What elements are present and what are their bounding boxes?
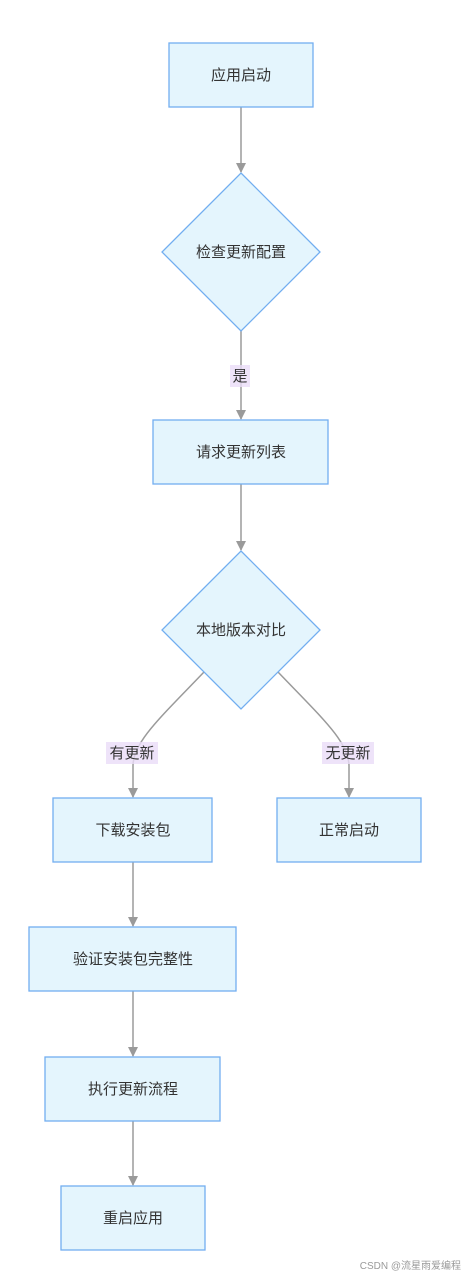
edge-label-yes-text: 是 <box>232 368 247 385</box>
node-verify-package: 验证安装包完整性 <box>28 926 237 992</box>
node-request-list-label: 请求更新列表 <box>196 444 286 461</box>
watermark-text: CSDN @流星雨爱编程 <box>360 1259 461 1272</box>
node-restart-app: 重启应用 <box>60 1185 206 1251</box>
edge-label-has-update-text: 有更新 <box>109 745 154 762</box>
node-verify-package-label: 验证安装包完整性 <box>73 951 193 968</box>
edge-label-no-update-text: 无更新 <box>325 745 370 762</box>
node-check-config-label: 检查更新配置 <box>196 244 286 261</box>
node-normal-start-label: 正常启动 <box>319 822 379 839</box>
edge-label-no-update: 无更新 <box>322 742 374 764</box>
node-download-package: 下载安装包 <box>52 797 213 863</box>
node-app-start-label: 应用启动 <box>211 66 271 84</box>
node-compare-version-label: 本地版本对比 <box>196 622 286 639</box>
node-compare-version: 本地版本对比 <box>161 550 321 710</box>
node-request-list: 请求更新列表 <box>152 419 329 485</box>
edge-label-yes: 是 <box>230 365 250 387</box>
node-normal-start: 正常启动 <box>276 797 422 863</box>
edge-compare-to-normal-start <box>277 671 354 798</box>
edge-label-has-update: 有更新 <box>106 742 158 764</box>
node-check-config: 检查更新配置 <box>161 172 321 332</box>
node-app-start: 应用启动 <box>168 42 314 108</box>
node-download-package-label: 下载安装包 <box>95 822 170 839</box>
node-restart-app-label: 重启应用 <box>103 1209 163 1227</box>
node-run-update: 执行更新流程 <box>44 1056 221 1122</box>
edge-compare-to-download <box>128 671 205 798</box>
node-run-update-label: 执行更新流程 <box>88 1081 178 1098</box>
